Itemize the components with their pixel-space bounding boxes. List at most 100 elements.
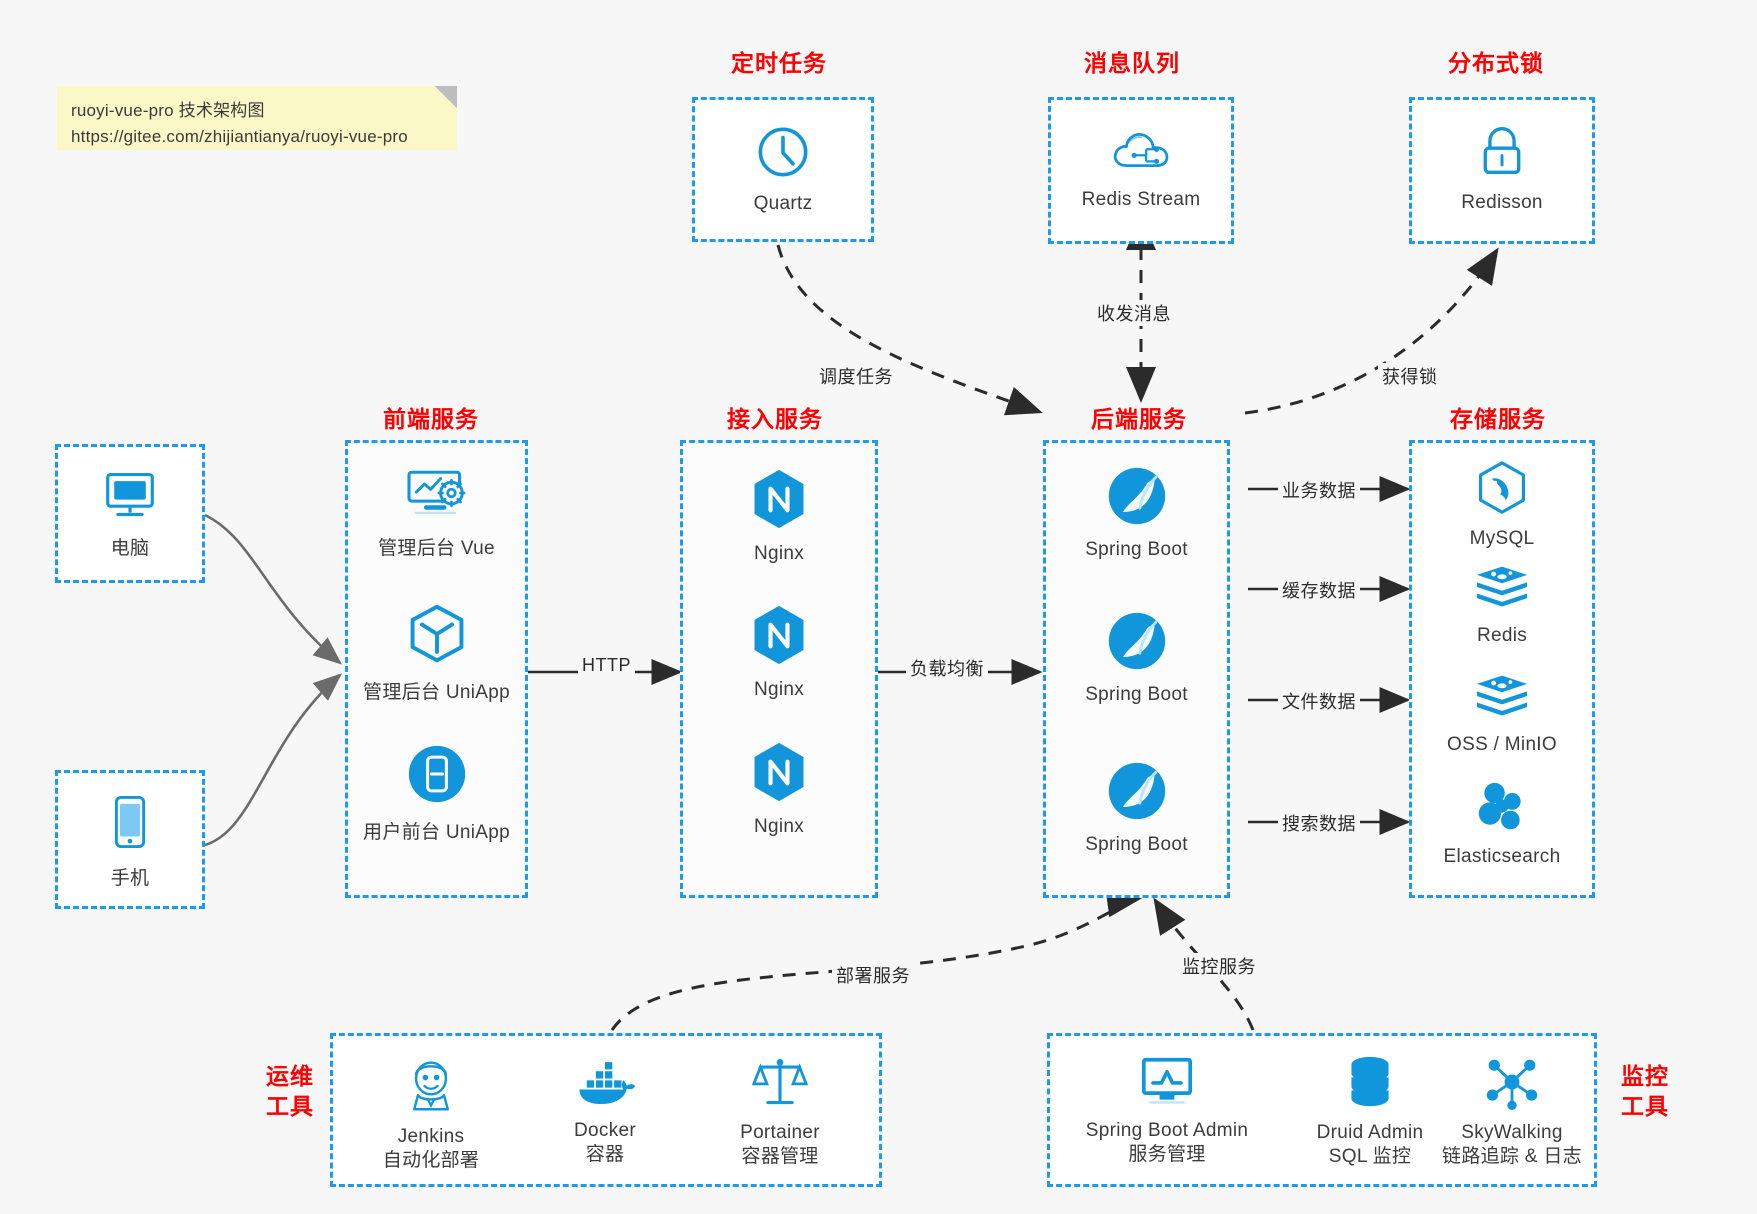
node-admin-vue[interactable]: 管理后台 Vue [348, 465, 525, 560]
group-title-frontend: 前端服务 [383, 406, 479, 432]
node-docker[interactable]: Docker 容器 [525, 1060, 685, 1168]
node-label: Redis Stream [1081, 189, 1201, 210]
diagram-note: ruoyi-vue-pro 技术架构图 https://gitee.com/zh… [57, 86, 457, 150]
cloud-stream-icon [1110, 125, 1172, 182]
node-label: 管理后台 Vue [378, 538, 495, 559]
node-sublabel: 容器管理 [741, 1146, 819, 1167]
node-label: Portainer [740, 1122, 820, 1143]
node-spring-boot-3[interactable]: Spring Boot [1046, 760, 1227, 856]
node-label: Nginx [753, 816, 805, 837]
group-client-mobile: 手机 [55, 770, 205, 909]
node-label: Redis [1476, 625, 1528, 646]
jenkins-icon [403, 1056, 459, 1119]
node-portainer[interactable]: Portainer 容器管理 [695, 1054, 865, 1170]
node-redis-stream[interactable]: Redis Stream [1051, 125, 1231, 211]
group-storage: MySQL Redis [1409, 440, 1595, 898]
node-label: Quartz [753, 193, 813, 214]
monitor-chart-icon [1138, 1056, 1196, 1113]
node-label: Jenkins [397, 1126, 465, 1147]
nginx-icon [749, 603, 809, 672]
devops-title-line-1: 运维 [266, 1063, 314, 1089]
node-label: Druid Admin [1316, 1122, 1424, 1143]
node-desktop[interactable]: 电脑 [58, 469, 202, 560]
dashboard-gear-icon [404, 465, 470, 526]
edge-label-load-balance: 负载均衡 [906, 655, 988, 681]
group-title-storage: 存储服务 [1450, 406, 1546, 432]
elasticsearch-icon [1474, 780, 1530, 839]
note-fold-icon [435, 86, 457, 108]
spring-boot-icon [1106, 610, 1168, 677]
group-lock: Redisson [1409, 97, 1595, 244]
node-jenkins[interactable]: Jenkins 自动化部署 [351, 1056, 511, 1174]
group-scheduler: Quartz [692, 97, 874, 242]
node-label: 用户前台 UniApp [363, 822, 510, 843]
oss-icon [1473, 670, 1531, 727]
edge-label-deploy-service: 部署服务 [832, 962, 914, 988]
nginx-icon [749, 740, 809, 809]
skywalking-icon [1484, 1054, 1540, 1115]
edge-label-file-data: 文件数据 [1278, 688, 1360, 714]
node-redis[interactable]: Redis [1412, 561, 1592, 647]
node-spring-boot-2[interactable]: Spring Boot [1046, 610, 1227, 706]
devops-title-line-2: 工具 [266, 1092, 314, 1119]
desktop-icon [102, 469, 158, 526]
node-skywalking[interactable]: SkyWalking 链路追踪 & 日志 [1422, 1054, 1602, 1170]
node-quartz[interactable]: Quartz [695, 123, 871, 215]
node-sublabel: 服务管理 [1128, 1144, 1206, 1165]
group-devops: Jenkins 自动化部署 Docker 容器 [330, 1033, 882, 1187]
node-redisson[interactable]: Redisson [1412, 122, 1592, 214]
group-title-scheduler: 定时任务 [731, 50, 827, 76]
node-label: Nginx [753, 679, 805, 700]
group-title-mq: 消息队列 [1084, 50, 1180, 76]
edge-label-business-data: 业务数据 [1278, 477, 1360, 503]
clock-icon [754, 123, 812, 186]
node-mysql[interactable]: MySQL [1412, 460, 1592, 550]
spring-boot-icon [1106, 760, 1168, 827]
node-label: MySQL [1469, 528, 1535, 549]
node-label: 管理后台 UniApp [363, 682, 510, 703]
node-druid-admin[interactable]: Druid Admin SQL 监控 [1290, 1054, 1450, 1170]
node-label: OSS / MinIO [1447, 734, 1557, 755]
note-line-2: https://gitee.com/zhijiantianya/ruoyi-vu… [71, 127, 408, 147]
node-label: Elasticsearch [1443, 846, 1561, 867]
group-title-backend: 后端服务 [1091, 406, 1187, 432]
node-nginx-3[interactable]: Nginx [683, 740, 875, 838]
monitor-title-line-1: 监控 [1621, 1063, 1669, 1089]
node-nginx-1[interactable]: Nginx [683, 467, 875, 565]
node-user-uniapp[interactable]: 用户前台 UniApp [348, 743, 525, 844]
node-label: Redisson [1461, 192, 1543, 213]
portainer-icon [751, 1054, 809, 1115]
mobile-icon [110, 793, 150, 856]
mobile-circle-icon [406, 743, 468, 810]
node-sublabel: 容器 [585, 1144, 625, 1165]
edge-label-cache-data: 缓存数据 [1278, 577, 1360, 603]
node-spring-boot-1[interactable]: Spring Boot [1046, 465, 1227, 561]
node-mobile[interactable]: 手机 [58, 793, 202, 890]
node-sublabel: 自动化部署 [382, 1150, 480, 1171]
group-title-devops: 运维 工具 [258, 1062, 322, 1122]
group-backend: Spring Boot Spring Boot Spring Boot [1043, 440, 1230, 898]
node-nginx-2[interactable]: Nginx [683, 603, 875, 701]
spring-boot-icon [1106, 465, 1168, 532]
edge-label-http: HTTP [578, 655, 635, 676]
node-label: Spring Boot [1085, 684, 1188, 705]
edge-label-schedule-task: 调度任务 [815, 363, 897, 389]
group-title-lock: 分布式锁 [1448, 50, 1544, 76]
node-oss-minio[interactable]: OSS / MinIO [1412, 670, 1592, 756]
node-elasticsearch[interactable]: Elasticsearch [1412, 780, 1592, 868]
edge-label-send-receive-message: 收发消息 [1093, 300, 1175, 326]
note-line-1: ruoyi-vue-pro 技术架构图 [71, 101, 265, 120]
node-label: 手机 [110, 868, 150, 889]
edge-label-acquire-lock: 获得锁 [1378, 363, 1442, 389]
node-label: SkyWalking [1461, 1122, 1563, 1143]
node-label: Nginx [753, 543, 805, 564]
node-admin-uniapp[interactable]: 管理后台 UniApp [348, 603, 525, 704]
nginx-icon [749, 467, 809, 536]
group-monitor: Spring Boot Admin 服务管理 Druid Admin SQL 监… [1047, 1033, 1597, 1187]
group-title-gateway: 接入服务 [727, 406, 823, 432]
node-spring-boot-admin[interactable]: Spring Boot Admin 服务管理 [1062, 1056, 1272, 1168]
group-client-desktop: 电脑 [55, 444, 205, 583]
docker-icon [574, 1060, 636, 1113]
edge-label-monitor-service: 监控服务 [1178, 953, 1260, 979]
